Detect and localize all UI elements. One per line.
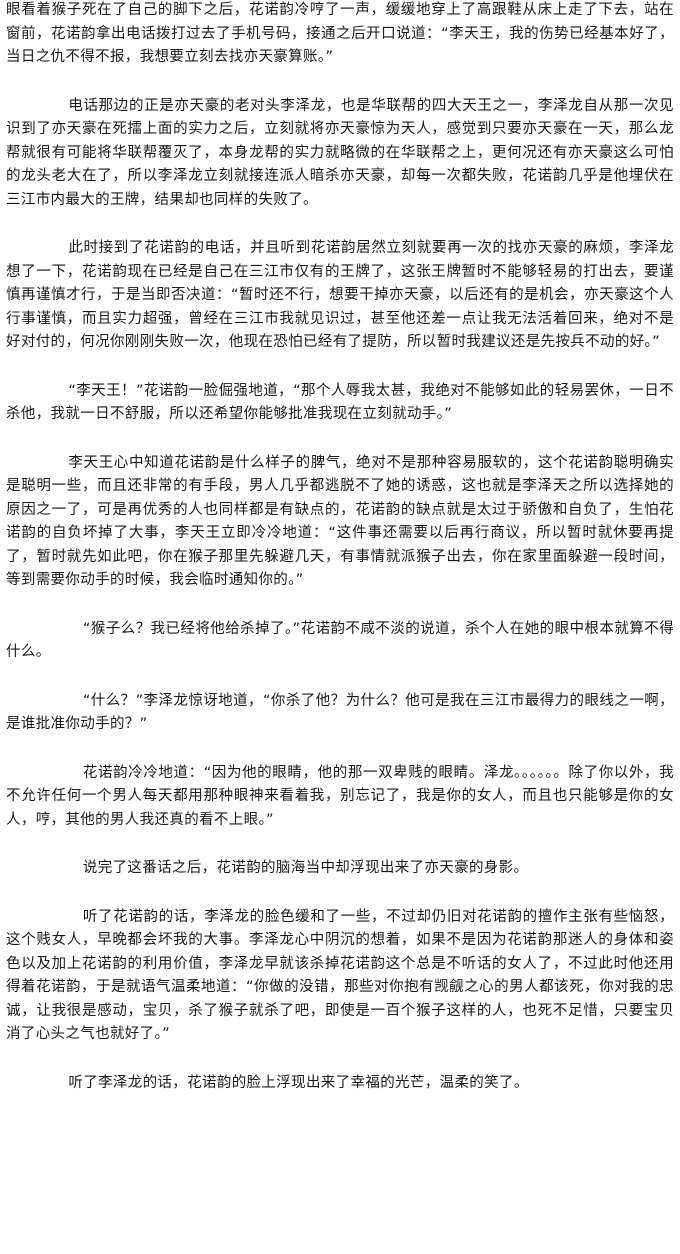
paragraph-7: “什么？”李泽龙惊讶地道，“你杀了他？为什么？他可是我在三江市最得力的眼线之一啊… <box>6 692 674 733</box>
paragraph-2: 电话那边的正是亦天豪的老对头李泽龙，也是华联帮的四大天王之一，李泽龙自从那一次见… <box>6 97 674 208</box>
paragraph-11: 听了李泽龙的话，花诺韵的脸上浮现出来了幸福的光芒，温柔的笑了。 <box>68 1074 529 1091</box>
paragraph-1: 眼看着猴子死在了自己的脚下之后，花诺韵冷哼了一声，缓缓地穿上了高跟鞋从床上走了下… <box>6 2 674 65</box>
paragraph-4: “李天王！”花诺韵一脸倔强地道，“那个人辱我太甚，我绝对不能够如此的轻易罢休，一… <box>6 382 674 423</box>
paragraph-8: 花诺韵冷冷地道：“因为他的眼睛，他的那一双卑贱的眼睛。泽龙。。。。。。除了你以外… <box>6 764 674 828</box>
paragraph-3: 此时接到了花诺韵的电话，并且听到花诺韵居然立刻就要再一次的找亦天豪的麻烦，李泽龙… <box>6 240 674 350</box>
paragraph-9: 说完了这番话之后，花诺韵的脑海当中却浮现出来了亦天豪的身影。 <box>82 860 529 876</box>
paragraph-6: “猴子么？我已经将他给杀掉了。”花诺韵不咸不淡的说道，杀个人在她的眼中根本就算不… <box>6 620 674 661</box>
paragraph-10: 听了花诺韵的话，李泽龙的脸色缓和了一些，不过却仍旧对花诺韵的擅作主张有些恼怒，这… <box>6 908 674 1043</box>
paragraph-5: 李天王心中知道花诺韵是什么样子的脾气，绝对不是那种容易服软的，这个花诺韵聪明确实… <box>6 454 674 589</box>
